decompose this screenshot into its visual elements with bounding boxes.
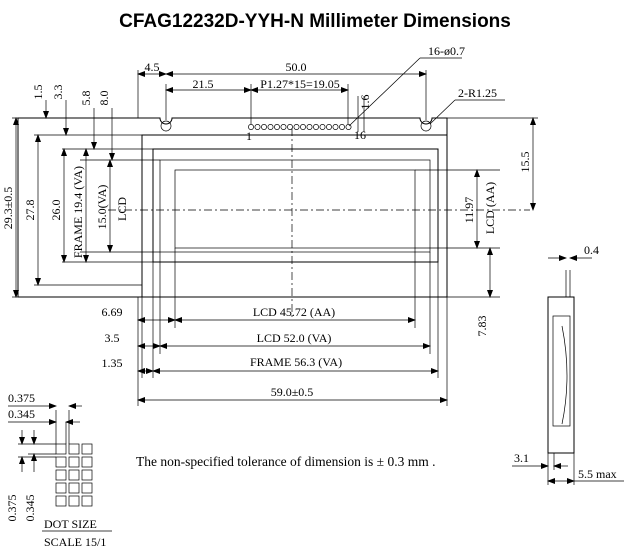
- dot-grid: [55, 443, 93, 507]
- dim-6-69: 6.69: [102, 305, 123, 319]
- bottom-dimensions: 6.69 LCD 45.72 (AA) 3.5 LCD 52.0 (VA) 1.…: [102, 248, 448, 406]
- dim-lcd-va-width: LCD 52.0 (VA): [257, 331, 332, 345]
- dim-frame-va-height: FRAME 19.4 (VA): [71, 166, 85, 258]
- left-dimensions: 1.5 3.3 5.8 8.0 29.3±0.5 27.8 26.0 FRAME…: [1, 85, 160, 298]
- dim-21-5: 21.5: [193, 77, 214, 91]
- dim-15-5: 15.5: [518, 152, 532, 173]
- dim-pitch: P1.27*15=19.05: [260, 77, 339, 91]
- dim-3-5: 3.5: [105, 331, 120, 345]
- side-bezel-curve: [561, 325, 568, 425]
- pin-16-label: 16: [354, 128, 366, 142]
- dim-5-5-max: 5.5 max: [578, 467, 617, 481]
- connector-pins: [248, 124, 352, 130]
- dim-26-0: 26.0: [49, 200, 63, 221]
- lcd-active-area: [174, 169, 416, 249]
- drawing-title: CFAG12232D-YYH-N Millimeter Dimensions: [119, 11, 511, 32]
- dim-lcd-va-height: 15.0(VA): [95, 185, 109, 230]
- lcd-side-label: LCD: [115, 197, 129, 221]
- frame-outer: [141, 134, 448, 298]
- lcd-view-area: [159, 159, 431, 253]
- dot-scale-label: SCALE 15/1: [44, 535, 106, 549]
- dim-0-4: 0.4: [584, 243, 599, 257]
- tolerance-note: The non-specified tolerance of dimension…: [136, 454, 435, 469]
- dim-29-3: 29.3±0.5: [1, 187, 15, 230]
- dim-7-83: 7.83: [475, 316, 489, 337]
- dim-5-8: 5.8: [79, 91, 93, 106]
- side-module-body: [547, 296, 575, 454]
- dot-size-label: DOT SIZE: [44, 517, 97, 531]
- dim-4-5: 4.5: [145, 60, 160, 74]
- dim-overall-width: 59.0±0.5: [271, 385, 314, 399]
- dim-pins: 16-ø0.7: [428, 44, 465, 58]
- dot-height: 0.345: [23, 495, 37, 522]
- side-view: 0.4 3.1 5.5 max: [512, 243, 624, 485]
- mounting-hole-left: [160, 120, 172, 132]
- dot-width: 0.345: [8, 407, 35, 421]
- right-dimensions: 15.5 11.97 LCD (AA) 7.83: [415, 117, 538, 337]
- top-dimensions: 4.5 50.0 21.5 P1.27*15=19.05 1.6 16-ø0.7…: [137, 44, 505, 132]
- pin-1-label: 1: [246, 129, 252, 143]
- side-lcd-glass: [552, 315, 571, 427]
- dot-size-detail: 0.375 0.345 0.375 0.345 DOT SIZE SCALE 1…: [5, 391, 112, 549]
- dim-1-6: 1.6: [358, 95, 372, 110]
- dim-27-8: 27.8: [23, 200, 37, 221]
- dim-3-1: 3.1: [514, 451, 529, 465]
- dim-8-0: 8.0: [97, 91, 111, 106]
- front-view: 1 16: [17, 117, 530, 320]
- dot-height-pitch: 0.375: [5, 495, 19, 522]
- dim-3-3: 3.3: [51, 85, 65, 100]
- dim-lcd-aa-width: LCD 45.72 (AA): [253, 305, 335, 319]
- dim-50: 50.0: [286, 60, 307, 74]
- dim-11-97: 11.97: [462, 197, 476, 224]
- dim-frame-va-width: FRAME 56.3 (VA): [250, 355, 342, 369]
- dim-1-5: 1.5: [31, 85, 45, 100]
- mounting-hole-right: [420, 120, 432, 132]
- dot-width-pitch: 0.375: [8, 391, 35, 405]
- dim-radius: 2-R1.25: [458, 86, 497, 100]
- lcd-aa-label: LCD (AA): [483, 182, 497, 234]
- dim-1-35: 1.35: [102, 356, 123, 370]
- frame-view-area: [152, 148, 439, 263]
